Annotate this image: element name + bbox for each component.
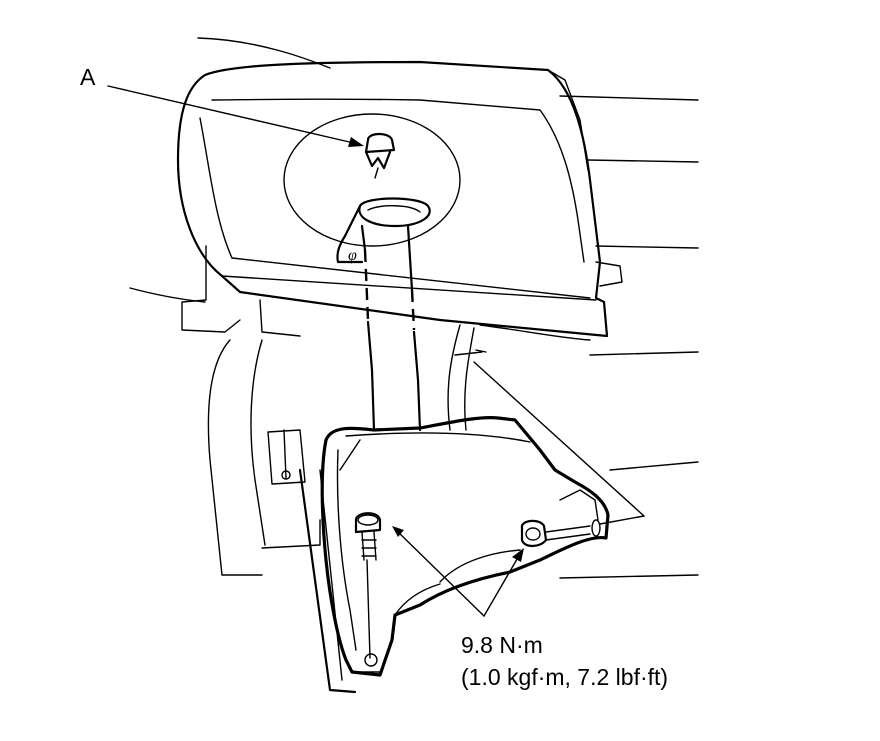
clip-a <box>364 132 396 179</box>
background-body-lines <box>129 37 699 579</box>
headlight-housing <box>176 60 623 338</box>
filler-neck: φ <box>336 197 431 432</box>
torque-spec-alt: (1.0 kgf·m, 7.2 lbf·ft) <box>461 664 669 690</box>
torque-spec-metric: 9.8 N·m <box>461 632 543 658</box>
callout-label-a: A <box>80 64 96 90</box>
bolt-right <box>520 519 601 548</box>
fender-panels <box>207 339 357 694</box>
leader-lines <box>107 85 645 617</box>
washer-hose <box>447 324 487 431</box>
bolt-left <box>354 512 382 659</box>
washer-reservoir <box>320 416 610 677</box>
svg-text:φ: φ <box>348 247 357 264</box>
